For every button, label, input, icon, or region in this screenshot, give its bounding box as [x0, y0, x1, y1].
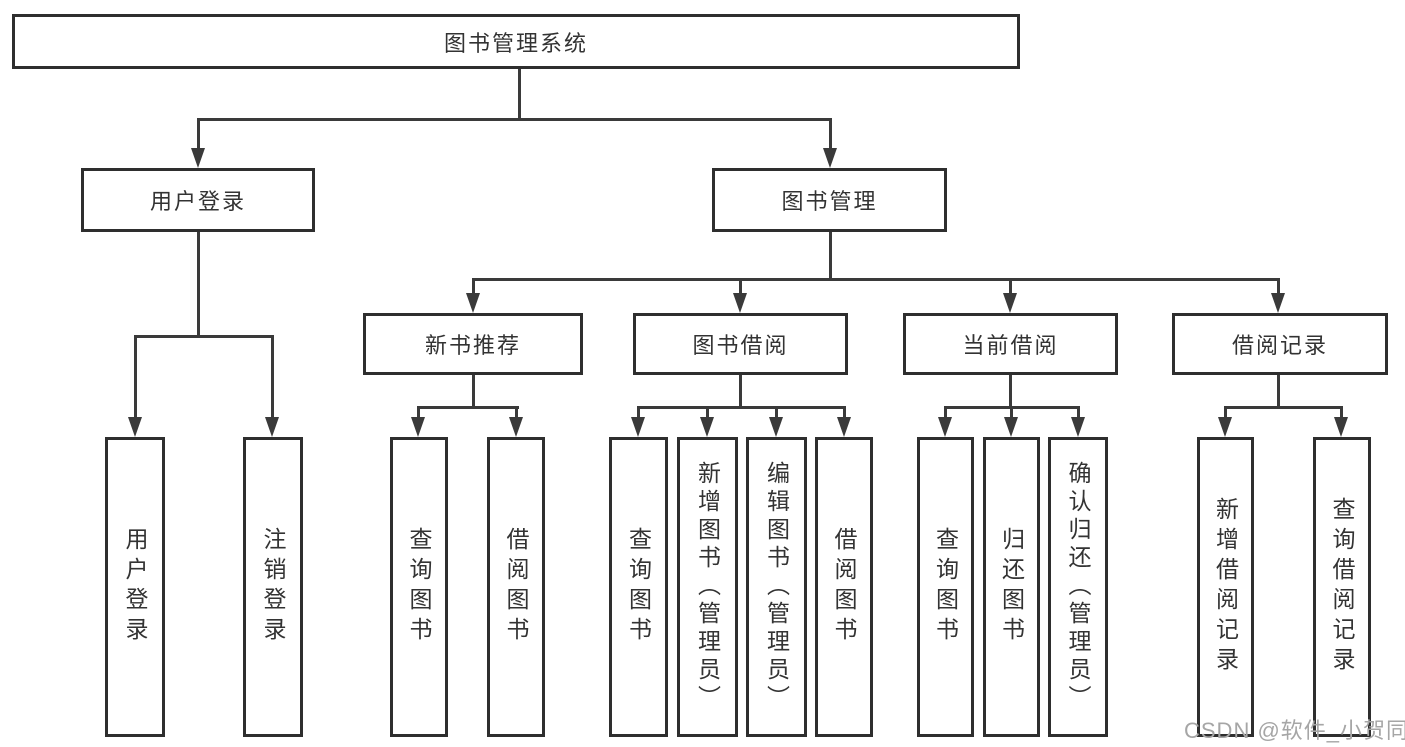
leaf-label: 借阅图书 [503, 527, 529, 647]
connector-line [775, 406, 778, 419]
connector-line [1009, 278, 1012, 295]
arrow-down-icon [837, 417, 851, 437]
leaf-label: 借阅图书 [831, 527, 857, 647]
connector-line [1009, 375, 1012, 406]
leaf-return-books: 归还图书 [983, 437, 1040, 737]
node-label: 图书借阅 [692, 333, 789, 358]
arrow-down-icon [1071, 417, 1085, 437]
leaf-add-borrow-record: 新增借阅记录 [1197, 437, 1254, 737]
connector-line [472, 278, 475, 295]
connector-line [417, 406, 519, 409]
connector-line [518, 69, 521, 118]
connector-line [1340, 406, 1343, 419]
connector-line [1077, 406, 1080, 419]
connector-line [197, 118, 200, 150]
connector-line [1010, 406, 1013, 419]
arrow-down-icon [1004, 417, 1018, 437]
leaf-borrow-books: 借阅图书 [815, 437, 873, 737]
leaf-query-books-current: 查询图书 [917, 437, 974, 737]
leaf-label: 用户登录 [122, 527, 148, 647]
leaf-borrow-books-recommend: 借阅图书 [487, 437, 545, 737]
connector-line [637, 406, 640, 419]
node-book-borrow: 图书借阅 [633, 313, 848, 375]
leaf-label: 确认归还（管理员） [1065, 461, 1091, 713]
watermark: CSDN @软件_小贺同学 [1184, 718, 1405, 743]
connector-line [1224, 406, 1227, 419]
leaf-label: 编辑图书（管理员） [763, 461, 790, 713]
node-label: 新书推荐 [424, 333, 521, 358]
leaf-label: 查询图书 [932, 527, 959, 647]
leaf-label: 注销登录 [260, 527, 286, 647]
leaf-user-login: 用户登录 [105, 437, 165, 737]
connector-line [134, 335, 274, 338]
connector-line [197, 232, 200, 335]
connector-line [1277, 375, 1280, 406]
arrow-down-icon [769, 417, 783, 437]
leaf-add-books-admin: 新增图书（管理员） [677, 437, 738, 737]
leaf-label: 查询图书 [406, 527, 432, 647]
leaf-label: 查询借阅记录 [1329, 497, 1355, 677]
leaf-label: 新增借阅记录 [1212, 497, 1239, 677]
connector-line [1224, 406, 1343, 409]
connector-line [829, 232, 832, 278]
connector-line [739, 375, 742, 406]
leaf-logout: 注销登录 [243, 437, 303, 737]
arrow-down-icon [265, 417, 279, 437]
connector-line [829, 118, 832, 150]
leaf-query-books-borrow: 查询图书 [609, 437, 668, 737]
leaf-query-borrow-record: 查询借阅记录 [1313, 437, 1371, 737]
arrow-down-icon [411, 417, 425, 437]
leaf-query-books-recommend: 查询图书 [390, 437, 448, 737]
connector-line [1277, 278, 1280, 295]
node-label: 借阅记录 [1231, 333, 1328, 358]
node-user-login: 用户登录 [81, 168, 315, 232]
arrow-down-icon [938, 417, 952, 437]
node-label: 图书管理 [781, 189, 878, 214]
connector-line [739, 278, 742, 295]
connector-line [197, 118, 832, 121]
node-label: 当前借阅 [962, 333, 1059, 358]
arrow-down-icon [128, 417, 142, 437]
node-borrow-records: 借阅记录 [1172, 313, 1388, 375]
arrow-down-icon [1271, 293, 1285, 313]
arrow-down-icon [700, 417, 714, 437]
leaf-label: 查询图书 [625, 527, 652, 647]
connector-line [134, 335, 137, 419]
node-book-management: 图书管理 [712, 168, 947, 232]
arrow-down-icon [1218, 417, 1232, 437]
leaf-label: 归还图书 [998, 527, 1025, 647]
connector-line [515, 406, 518, 419]
leaf-edit-books-admin: 编辑图书（管理员） [746, 437, 807, 737]
node-root-label: 图书管理系统 [443, 30, 588, 56]
connector-line [417, 406, 420, 419]
node-root: 图书管理系统 [12, 14, 1020, 69]
arrow-down-icon [191, 148, 205, 168]
arrow-down-icon [823, 148, 837, 168]
node-label: 用户登录 [149, 189, 246, 214]
connector-line [944, 406, 947, 419]
leaf-confirm-return-admin: 确认归还（管理员） [1048, 437, 1108, 737]
node-new-book-recommend: 新书推荐 [363, 313, 583, 375]
connector-line [271, 335, 274, 419]
connector-line [637, 406, 846, 409]
arrow-down-icon [466, 293, 480, 313]
connector-line [472, 278, 1280, 281]
arrow-down-icon [1334, 417, 1348, 437]
connector-line [472, 375, 475, 406]
arrow-down-icon [509, 417, 523, 437]
arrow-down-icon [631, 417, 645, 437]
arrow-down-icon [733, 293, 747, 313]
connector-line [843, 406, 846, 419]
arrow-down-icon [1003, 293, 1017, 313]
node-current-borrow: 当前借阅 [903, 313, 1118, 375]
leaf-label: 新增图书（管理员） [694, 461, 721, 713]
connector-line [706, 406, 709, 419]
